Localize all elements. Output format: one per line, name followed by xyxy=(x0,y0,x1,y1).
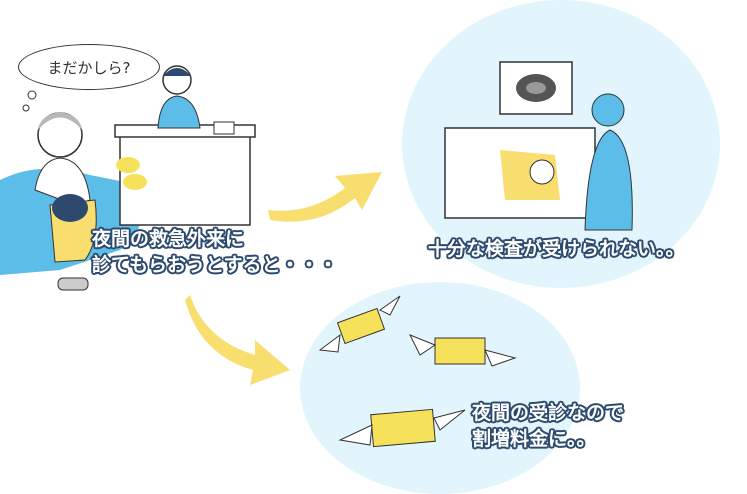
doctor-body xyxy=(584,129,633,231)
fee-line-1: 夜間の受診なので xyxy=(472,402,625,424)
intro-line-1: 夜間の救急外来に xyxy=(92,228,245,250)
desk-sign xyxy=(213,121,235,135)
intro-line-2: 診てもらおうとすると・・・ xyxy=(92,254,338,276)
speech-bubble: まだかしら? xyxy=(18,44,160,90)
arrow-to-exam xyxy=(268,172,382,222)
outcome-fee-text: 夜間の受診なので 割増料金に。。 xyxy=(472,400,624,452)
outcome-exam-text: 十分な検査が受けられない。。 xyxy=(428,238,685,260)
intro-text: 夜間の救急外来に 診てもらおうとすると・・・ xyxy=(92,226,337,278)
wings xyxy=(318,295,517,446)
arrow-to-fee xyxy=(185,295,290,385)
flying-bill xyxy=(336,307,486,448)
patient-body xyxy=(34,157,91,206)
nurse-body xyxy=(157,95,201,129)
fee-line-2: 割増料金に。。 xyxy=(472,428,596,450)
fee-scene-circle xyxy=(300,282,580,494)
reception-desk xyxy=(119,129,251,226)
